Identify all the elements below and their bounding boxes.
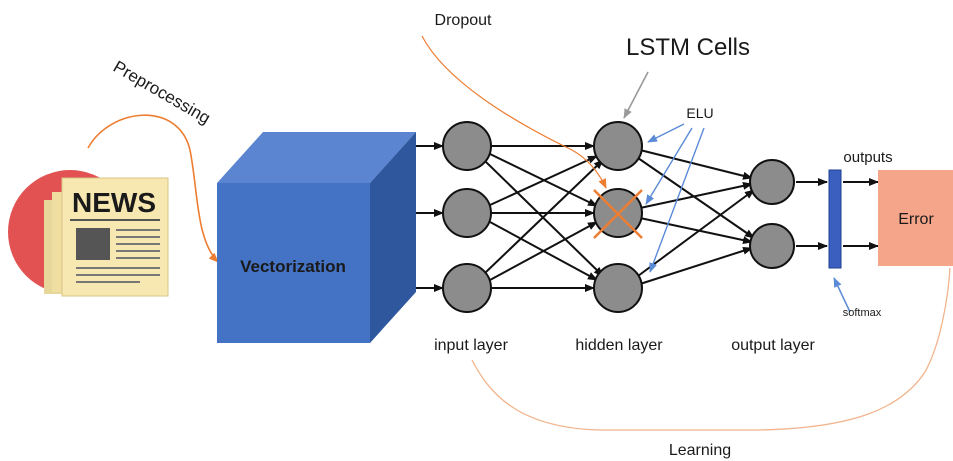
- output-neuron: [749, 223, 795, 269]
- input-to-hidden-connections: [485, 142, 604, 292]
- news-photo: [76, 228, 110, 260]
- hidden-neuron: [593, 121, 643, 171]
- input-neuron: [442, 263, 492, 313]
- cube-to-input-arrows: [416, 142, 444, 292]
- vectorization-cube: Vectorization: [217, 132, 416, 343]
- cube-side-face: [370, 132, 416, 343]
- input-layer-label: input layer: [434, 337, 508, 354]
- outputs-label: outputs: [843, 149, 892, 166]
- input-neuron: [442, 121, 492, 171]
- hidden-layer-neurons: [593, 121, 643, 313]
- output-neuron: [749, 159, 795, 205]
- dropout-cross-icon: [593, 189, 643, 239]
- dropout-arrow: [421, 35, 607, 189]
- preprocessing-arrow: [87, 114, 219, 263]
- hidden-layer-label: hidden layer: [575, 337, 663, 354]
- learning-feedback-curve: [471, 267, 951, 431]
- hidden-to-output-connections: [637, 149, 755, 285]
- vectorization-label: Vectorization: [240, 257, 346, 276]
- cube-front-face: [217, 183, 370, 343]
- elu-label: ELU: [686, 105, 713, 121]
- lstm-cells-label: LSTM Cells: [626, 34, 750, 61]
- news-icon: NEWS: [8, 170, 169, 297]
- elu-arrows: [645, 123, 705, 273]
- cube-top-face: [217, 132, 416, 183]
- error-box: [878, 170, 953, 266]
- dropout-label: Dropout: [435, 12, 492, 29]
- output-layer-label: output layer: [731, 337, 815, 354]
- input-layer-neurons: [442, 121, 492, 313]
- softmax-label: softmax: [843, 307, 882, 319]
- error-label: Error: [898, 211, 934, 228]
- output-layer-neurons: [749, 159, 795, 269]
- softmax-bar: [828, 169, 842, 269]
- hidden-neuron: [593, 263, 643, 313]
- softmax-pointer-arrow: [833, 277, 851, 313]
- lstm-pointer-arrow: [623, 71, 649, 119]
- output-arrows: [796, 178, 879, 250]
- news-text-lines: [76, 229, 160, 283]
- news-headline: NEWS: [72, 187, 156, 218]
- learning-label: Learning: [669, 442, 731, 459]
- input-neuron: [442, 188, 492, 238]
